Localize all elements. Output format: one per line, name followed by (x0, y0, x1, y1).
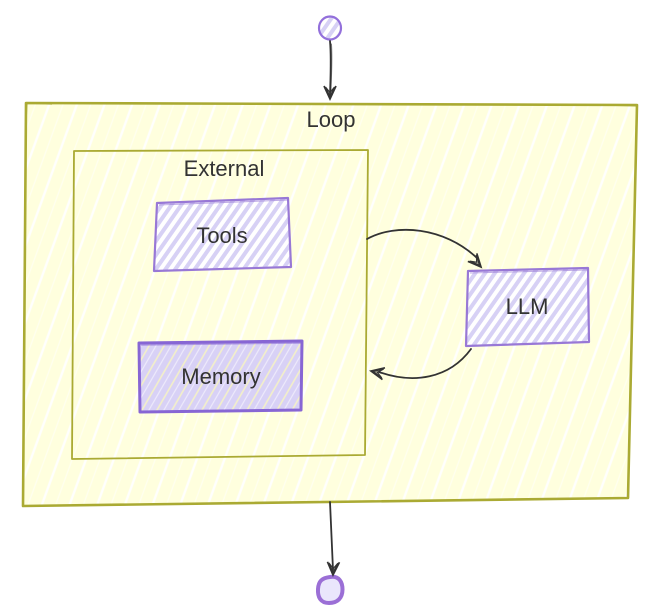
cluster-external: External (71, 149, 369, 460)
edge-start-to-loop (329, 40, 332, 96)
node-memory-label: Memory (181, 364, 260, 389)
sketch-stroke (158, 199, 290, 206)
end-circle (315, 574, 345, 605)
node-llm-label: LLM (506, 294, 549, 319)
cluster-external-box (71, 149, 369, 460)
node-end (315, 574, 345, 605)
sketch-stroke (330, 43, 333, 91)
node-start (317, 15, 343, 41)
arrowhead-into-end (326, 561, 341, 578)
arrowhead-into-llm (467, 253, 483, 269)
cluster-loop-label: Loop (307, 107, 356, 132)
node-memory-box (137, 339, 304, 414)
arrowhead-into-loop (323, 85, 337, 102)
node-tools: Tools (152, 196, 293, 273)
sketch-stroke (609, 104, 638, 131)
node-tools-label: Tools (196, 223, 247, 248)
start-circle (317, 15, 343, 41)
node-memory: Memory (137, 339, 304, 414)
edge-external-to-llm (366, 229, 478, 259)
sketch-stroke (25, 102, 53, 121)
node-llm: LLM (464, 266, 591, 348)
edge-llm-to-external (378, 348, 472, 379)
node-llm-box (464, 266, 591, 348)
sketch-stroke (140, 342, 302, 346)
arrowhead-into-external (369, 367, 386, 381)
sketch-stroke (469, 269, 588, 274)
edge-loop-to-end (329, 501, 334, 571)
cluster-external-label: External (184, 156, 265, 181)
edges (329, 40, 478, 571)
node-tools-box (152, 196, 293, 273)
